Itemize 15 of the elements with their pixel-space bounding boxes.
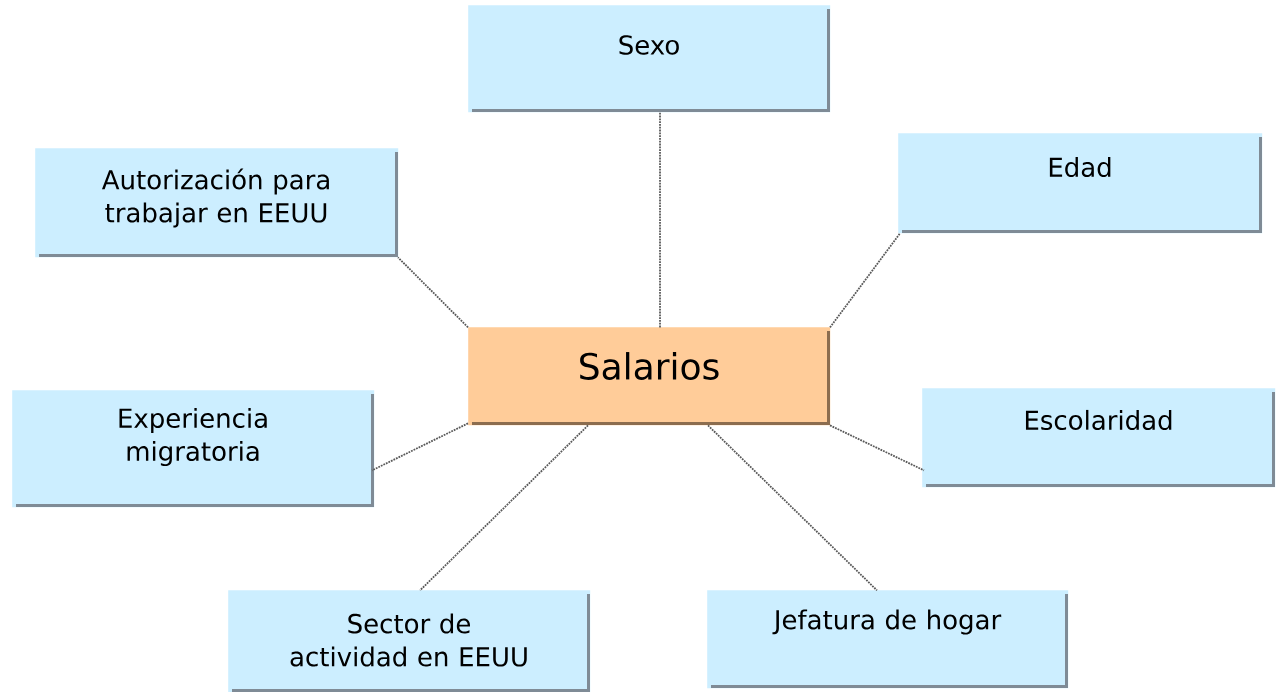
connector-line [397,256,469,329]
factor-box: Experiencia migratoria [12,390,375,508]
connector-line [829,424,925,472]
factor-box: Autorización para trabajar en EEUU [35,148,399,258]
center-box: Salarios [468,327,831,426]
connector-line [371,422,469,472]
connector-line [707,424,878,592]
connector-line [829,232,901,329]
factor-box: Sexo [468,5,831,113]
connector-line [659,111,661,329]
factor-box: Sector de actividad en EEUU [228,590,591,692]
factor-box: Jefatura de hogar [707,590,1069,689]
factor-box: Edad [898,133,1263,234]
connector-line [419,424,589,592]
factor-box: Escolaridad [922,388,1276,488]
